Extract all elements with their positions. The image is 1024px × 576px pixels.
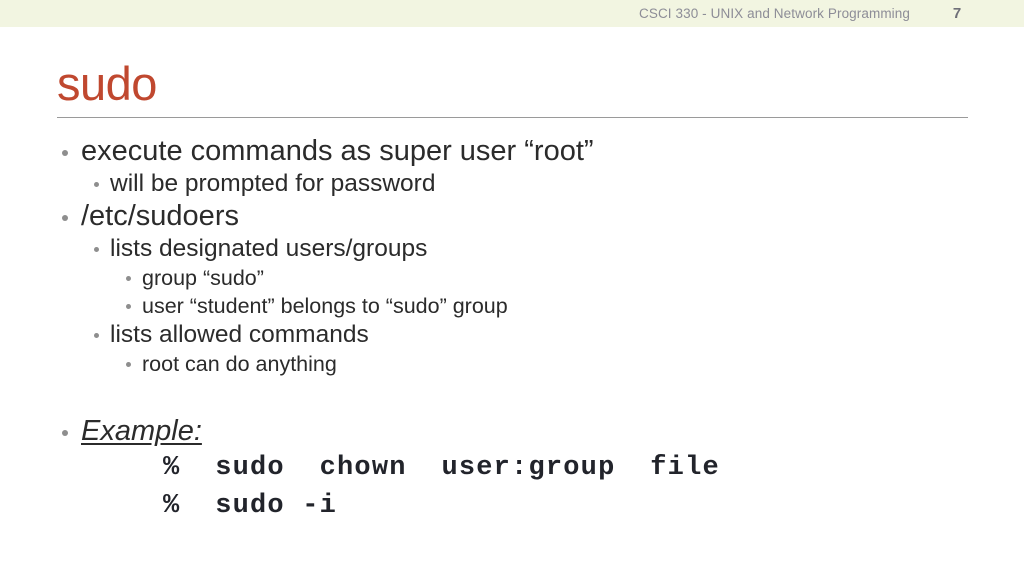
header-band (0, 0, 1024, 27)
bullet-text: /etc/sudoers (81, 200, 239, 232)
bullet-text: will be prompted for password (110, 170, 436, 197)
bullet-item: lists allowed commands (0, 320, 1024, 350)
bullet-dot-icon (94, 182, 99, 187)
bullet-item: root can do anything (0, 350, 1024, 378)
code-line: % sudo -i (163, 491, 338, 521)
bullet-item: user “student” belongs to “sudo” group (0, 292, 1024, 320)
bullet-text: group “sudo” (142, 266, 264, 290)
page-number: 7 (952, 5, 962, 22)
bullet-dot-icon (126, 276, 131, 281)
bullet-item: /etc/sudoers (0, 199, 1024, 234)
bullet-text: user “student” belongs to “sudo” group (142, 294, 508, 318)
bullet-item: will be prompted for password (0, 169, 1024, 199)
header-course-title: CSCI 330 - UNIX and Network Programming (639, 6, 910, 21)
bullet-dot-icon (94, 247, 99, 252)
bullet-text: root can do anything (142, 352, 337, 376)
bullet-dot-icon (94, 333, 99, 338)
bullet-dot-icon (126, 304, 131, 309)
bullet-text: lists allowed commands (110, 321, 369, 348)
bullet-text: execute commands as super user “root” (81, 135, 594, 167)
code-line: % sudo chown user:group file (163, 453, 720, 483)
page-title: sudo (57, 57, 157, 110)
bullet-dot-icon (62, 215, 68, 221)
bullet-item: group “sudo” (0, 264, 1024, 292)
bullet-item: lists designated users/groups (0, 234, 1024, 264)
title-divider (57, 117, 968, 118)
body-spacer (0, 378, 1024, 414)
example-bullet-item: Example: (0, 414, 1024, 449)
bullet-dot-icon (126, 362, 131, 367)
bullet-text: lists designated users/groups (110, 235, 428, 262)
example-label: Example: (81, 415, 202, 447)
bullet-dot-icon (62, 150, 68, 156)
slide-body: execute commands as super user “root” wi… (0, 134, 1024, 525)
bullet-item: execute commands as super user “root” (0, 134, 1024, 169)
bullet-dot-icon (62, 430, 68, 436)
